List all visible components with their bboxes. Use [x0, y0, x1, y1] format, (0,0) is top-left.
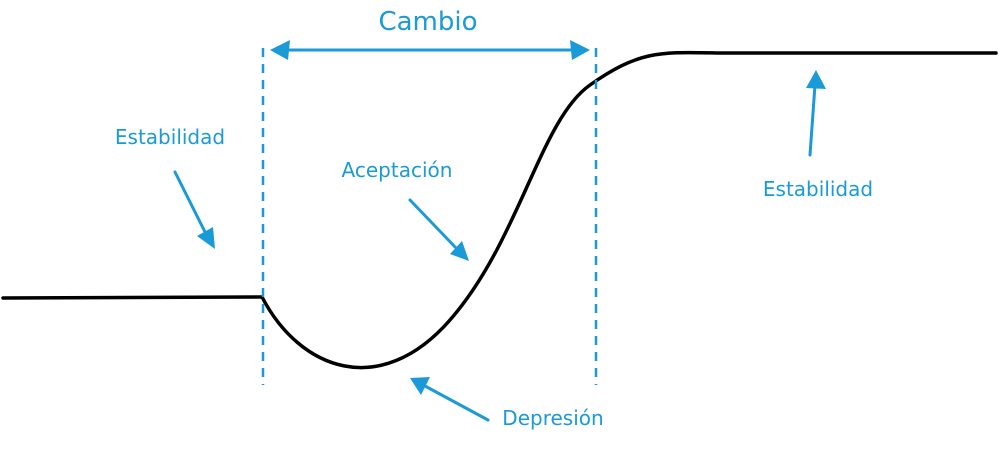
stability-left-arrow	[173, 170, 215, 249]
stability-right-arrow	[806, 70, 826, 157]
depression-arrow	[410, 377, 490, 422]
acceptance-label: Aceptación	[342, 158, 453, 182]
acceptance-arrow	[408, 198, 469, 261]
depression-label: Depresión	[502, 406, 603, 430]
stability-left-label: Estabilidad	[115, 125, 225, 149]
change-curve	[1, 50, 998, 370]
change-span-arrow	[270, 40, 590, 60]
stability-right-label: Estabilidad	[763, 177, 873, 201]
change-label: Cambio	[378, 7, 477, 37]
